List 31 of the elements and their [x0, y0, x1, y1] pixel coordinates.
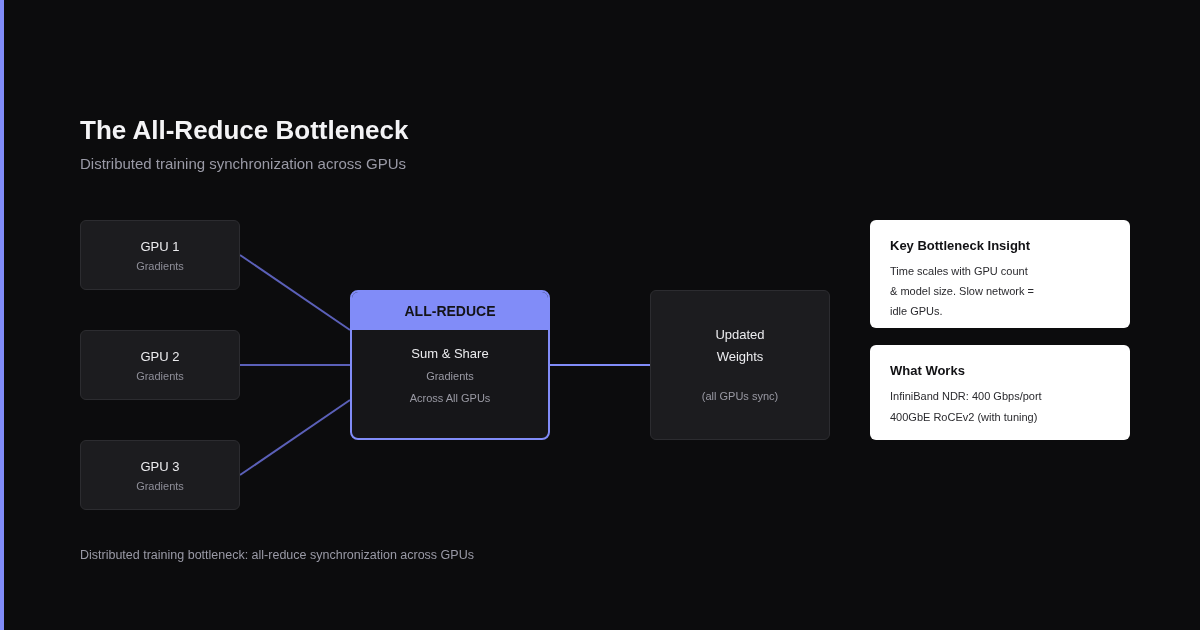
caption: Distributed training bottleneck: all-reduce synchronization across GPUs: [80, 547, 474, 563]
box-title: GPU 3: [140, 457, 180, 476]
box-subtitle: Gradients: [136, 258, 184, 273]
gpu-box: [80, 330, 240, 400]
card-title: Key Bottleneck Insight: [890, 237, 1032, 255]
box-title: Sum & Share: [411, 345, 489, 363]
box-subtitle: (all GPUs sync): [701, 388, 779, 404]
box-subtitle: Gradients: [136, 368, 184, 383]
result-box: [650, 290, 830, 440]
process-box: [350, 290, 550, 440]
info-card: [870, 345, 1130, 440]
gpu-box: [80, 440, 240, 510]
box-subtitle: Across All GPUs: [409, 391, 491, 406]
card-text: Time scales with GPU count & model size. Slow network = idle GPUs.: [890, 264, 1035, 319]
card-text: 400GbE RoCEv2 (with tuning): [890, 410, 1039, 425]
gpu-box: [80, 220, 240, 290]
box-header: ALL-REDUCE: [352, 292, 548, 330]
box-subtitle: Gradients: [426, 369, 474, 384]
connector-line: [549, 364, 651, 366]
connector-line: [239, 254, 351, 331]
info-card: [870, 220, 1130, 328]
diagram-title: The All-Reduce Bottleneck: [80, 114, 409, 146]
connector-line: [239, 399, 351, 476]
box-title: GPU 1: [140, 237, 180, 256]
box-title: Updated Weights: [714, 325, 766, 366]
subtitle: Distributed training synchronization across GPUs: [80, 154, 406, 174]
connector-line: [239, 364, 351, 366]
box-subtitle: Gradients: [136, 478, 184, 493]
card-title: What Works: [890, 362, 966, 380]
box-title: GPU 2: [140, 347, 180, 366]
card-text: InfiniBand NDR: 400 Gbps/port: [890, 389, 1043, 404]
